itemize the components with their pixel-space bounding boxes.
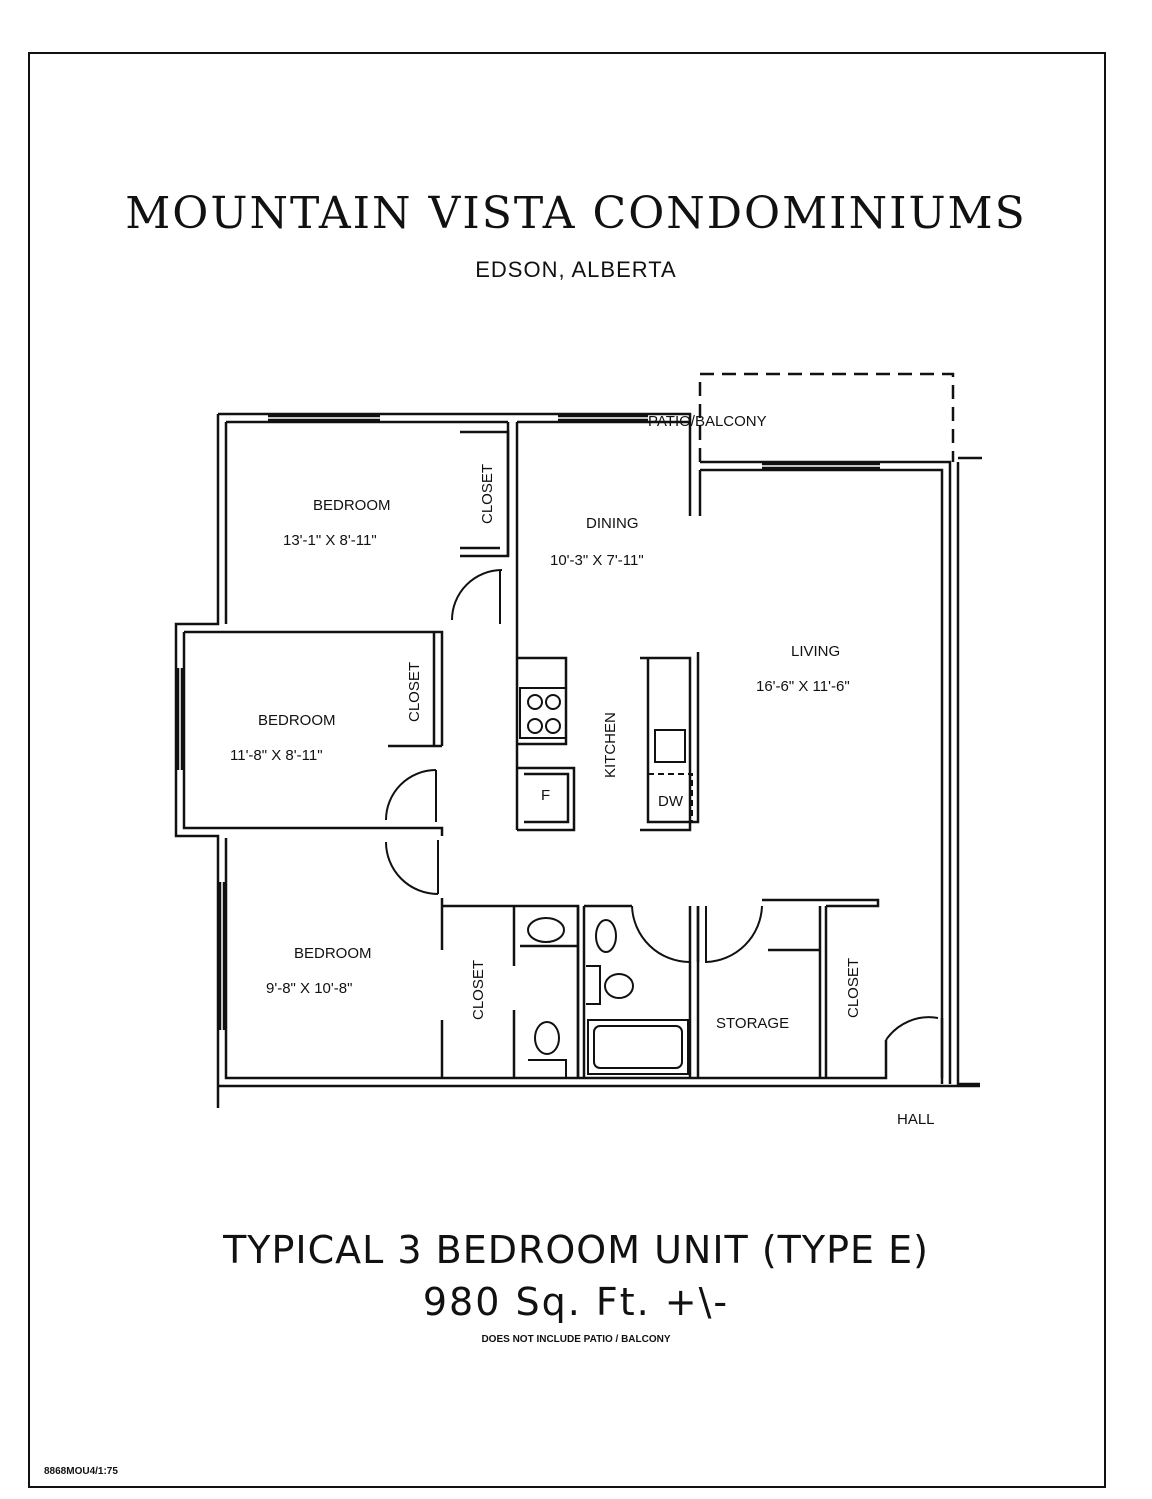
closet-label-4: CLOSET (845, 958, 862, 1018)
area-note: DOES NOT INCLUDE PATIO / BALCONY (481, 1334, 671, 1345)
outer-wall (174, 414, 220, 1108)
patio-label: PATIO/BALCONY (648, 413, 767, 430)
living-size: 16'-6" X 11'-6" (756, 678, 850, 695)
unit-area: 980 Sq. Ft. +\- (422, 1280, 730, 1324)
page-subtitle: EDSON, ALBERTA (475, 257, 677, 282)
drawing-code: 8868MOU4/1:75 (44, 1466, 118, 1477)
unit-type: TYPICAL 3 BEDROOM UNIT (TYPE E) (223, 1228, 929, 1272)
dining-label: DINING (586, 515, 639, 532)
bedroom-3-size: 9'-8" X 10'-8" (266, 980, 352, 997)
bedroom-1-label: BEDROOM (313, 497, 391, 514)
dishwasher-label: DW (658, 793, 684, 810)
bedroom-2-size: 11'-8" X 8'-11" (230, 747, 323, 764)
closet-label-3: CLOSET (470, 960, 487, 1020)
patio-outline (698, 372, 955, 462)
living-label: LIVING (791, 643, 840, 660)
storage-label: STORAGE (716, 1015, 789, 1032)
fridge-label: F (541, 787, 550, 804)
bedroom-2-label: BEDROOM (258, 712, 336, 729)
closet-label-1: CLOSET (479, 464, 496, 524)
closet-label-2: CLOSET (406, 662, 423, 722)
dining-size: 10'-3" X 7'-11" (550, 552, 644, 569)
page-border (28, 52, 1106, 1488)
hall-label: HALL (897, 1111, 935, 1128)
kitchen-label: KITCHEN (602, 712, 619, 778)
bedroom-1-size: 13'-1" X 8'-11" (283, 532, 377, 549)
bedroom-3-label: BEDROOM (294, 945, 372, 962)
page-title: MOUNTAIN VISTA CONDOMINIUMS (125, 188, 1027, 239)
